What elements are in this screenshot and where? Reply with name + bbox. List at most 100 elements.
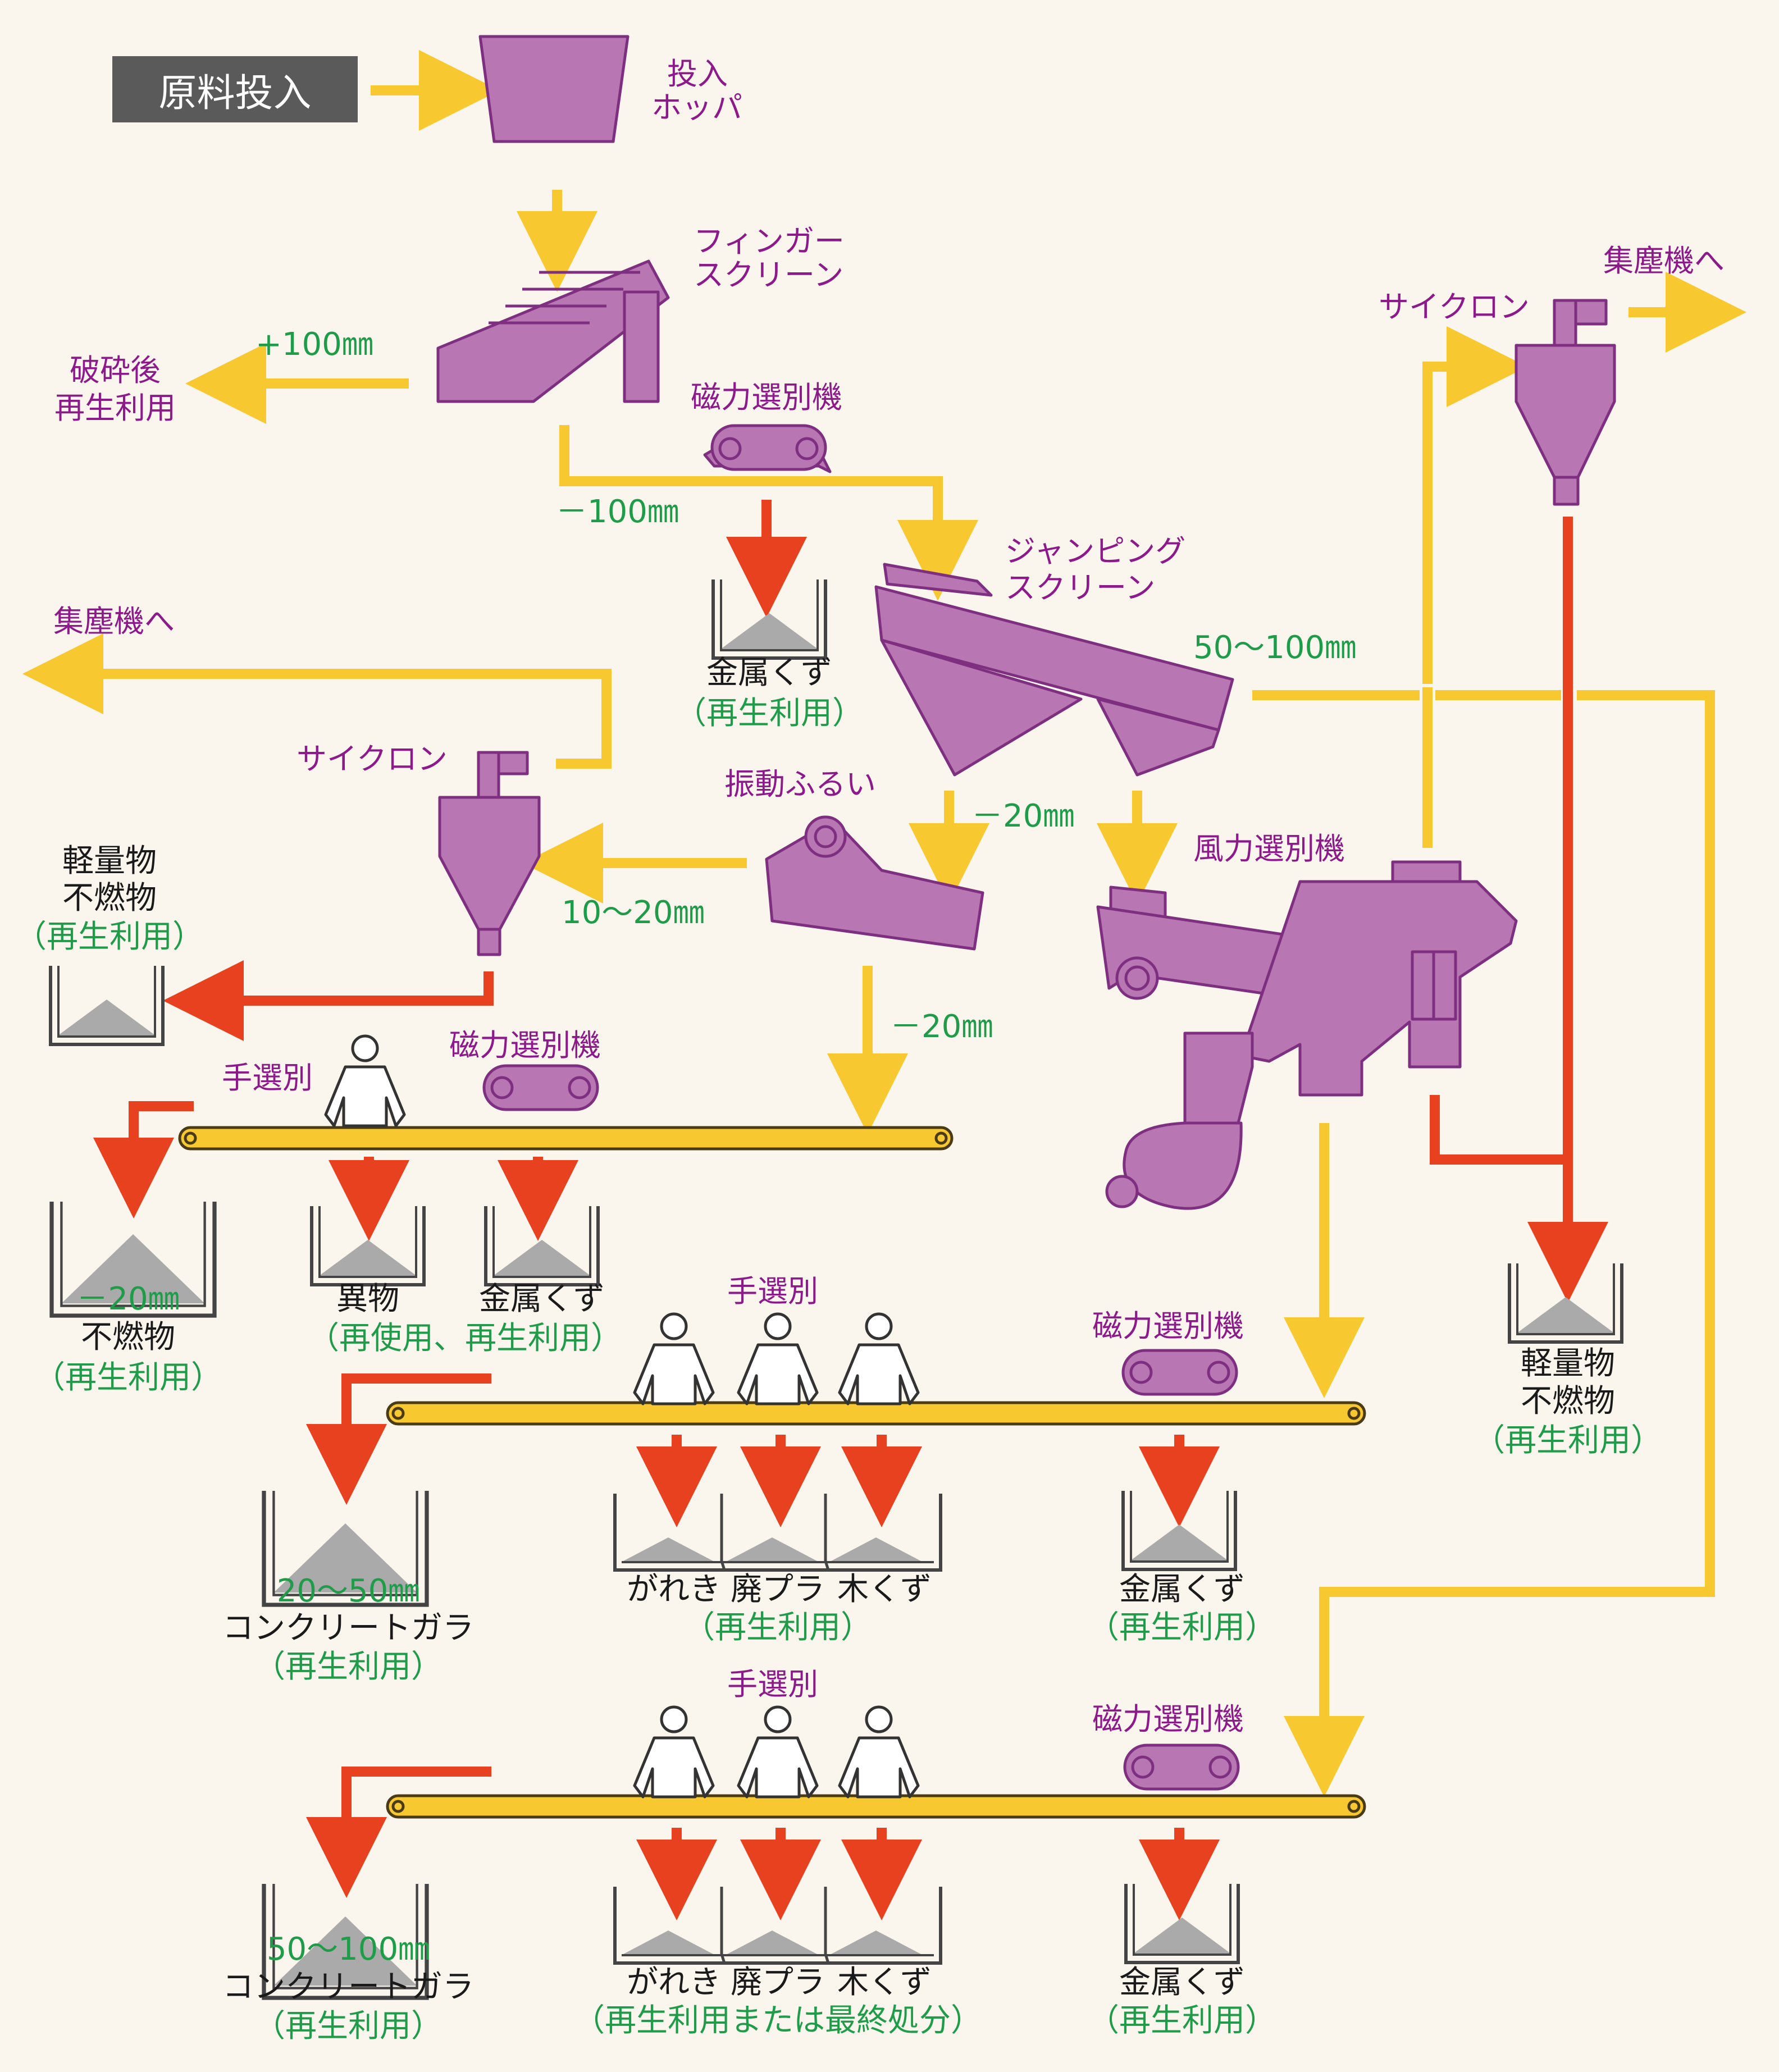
arrow-50-100-to-belt3	[1252, 690, 1715, 1797]
hopper-label-2: ホッパ	[651, 90, 742, 125]
magnetic-separator-3-icon	[1121, 1349, 1238, 1396]
arrow-hand1-left	[93, 1101, 194, 1218]
size-50-100b-label: 50～100㎜	[266, 1931, 430, 1968]
minus20-noncomb-recycle: （再生利用）	[34, 1359, 222, 1396]
arrow-minus100	[559, 425, 978, 601]
jumping-screen-icon	[874, 563, 1234, 777]
light-noncomb-right-1: 軽量物	[1521, 1345, 1615, 1382]
plastic-label-2: 廃プラ	[731, 1964, 825, 2001]
concrete-recycle-2: （再生利用）	[254, 2008, 443, 2044]
metal-recycle-1: （再生利用）	[675, 695, 864, 732]
rubble-label-1: がれき	[627, 1571, 721, 1608]
bin-icon	[1124, 1884, 1240, 1964]
arrow-wind-to-cyclone-right	[1422, 326, 1527, 848]
light-noncomb-left-1: 軽量物	[62, 843, 157, 879]
bin-triple-icon	[613, 1494, 942, 1572]
conveyor-belt-2	[386, 1401, 1366, 1426]
waste-flow	[93, 500, 1608, 1920]
worker-icon	[737, 1312, 819, 1405]
arrow-cyclone-left-bin	[163, 960, 494, 1041]
magnetic-separator-4-icon	[1123, 1744, 1240, 1791]
worker-icon	[838, 1705, 920, 1799]
concrete-label-2: コンクリートガラ	[222, 1969, 474, 2005]
finger-screen-label-2: スクリーン	[694, 257, 844, 293]
magnet-label-1: 磁力選別機	[691, 380, 842, 415]
arrow-belt2-left	[306, 1373, 491, 1505]
cyclone-left-icon	[438, 751, 541, 956]
light-noncomb-right-recycle: （再生利用）	[1474, 1422, 1662, 1459]
jumping-screen-label-1: ジャンピング	[1005, 533, 1186, 569]
minus20-noncomb-2: 不燃物	[81, 1319, 175, 1356]
conveyor-belt-1	[178, 1126, 954, 1151]
vibrating-screen-label: 振動ふるい	[724, 766, 876, 802]
recycle-or-disposal-label: （再生利用または最終処分）	[573, 2002, 982, 2039]
metal-recycle-3: （再生利用）	[1088, 1609, 1276, 1646]
conveyor-belt-3	[386, 1794, 1366, 1819]
arrow-belt3-left	[306, 1767, 491, 1898]
bins	[49, 579, 1623, 2000]
bin-icon	[262, 1491, 429, 1607]
worker-icon	[838, 1312, 920, 1405]
minus100-label: －100㎜	[556, 494, 679, 530]
metal-label-3: 金属くず	[1119, 1571, 1245, 1608]
metal-label-1: 金属くず	[706, 655, 832, 691]
magnetic-separator-2-icon	[482, 1064, 599, 1111]
hand-sort-label-2: 手選別	[727, 1274, 818, 1309]
vibrating-screen-icon	[765, 815, 984, 951]
cyclone-label-left: サイクロン	[296, 741, 448, 777]
magnet-label-3: 磁力選別機	[1092, 1308, 1244, 1344]
minus20-noncomb-1: －20㎜	[76, 1281, 180, 1317]
bin-icon	[1508, 1263, 1623, 1344]
metal-label-4: 金属くず	[1119, 1964, 1245, 2001]
hopper-label-1: 投入	[667, 56, 728, 92]
magnetic-separator-1-icon	[703, 424, 832, 473]
machines	[436, 35, 1616, 1791]
light-noncomb-right-2: 不燃物	[1521, 1383, 1615, 1420]
foreign-label: 異物	[336, 1281, 399, 1317]
rubble-label-2: がれき	[627, 1964, 721, 2001]
metal-label-2: 金属くず	[479, 1281, 605, 1317]
hopper-icon	[478, 35, 630, 143]
bin-icon	[711, 579, 827, 660]
worker-icon	[737, 1705, 819, 1799]
size-10-20-label: 10～20㎜	[562, 894, 705, 931]
workers	[324, 1034, 920, 1799]
wood-label-1: 木くず	[837, 1571, 932, 1608]
concrete-recycle-1: （再生利用）	[254, 1649, 443, 1685]
dust-collector-label-left: 集塵機へ	[53, 604, 175, 639]
arrow-wind-bottom	[1430, 1095, 1568, 1165]
worker-icon	[633, 1312, 715, 1405]
cyclone-label-right: サイクロン	[1379, 289, 1530, 325]
crushed-label-1: 破砕後	[70, 353, 161, 388]
material-flow	[22, 50, 1746, 1797]
hand-sort-label-1: 手選別	[222, 1060, 313, 1096]
hand-sort-label-3: 手選別	[727, 1667, 818, 1702]
bin-icon	[262, 1884, 429, 2000]
conveyor-belts	[178, 1126, 1366, 1819]
minus20-label-2: －20㎜	[890, 1008, 993, 1045]
wood-label-2: 木くず	[837, 1964, 932, 2001]
bin-icon	[49, 1202, 217, 1318]
crushed-label-2: 再生利用	[54, 390, 176, 426]
bin-icon	[310, 1206, 426, 1286]
finger-screen-icon	[436, 259, 670, 403]
bin-icon	[1121, 1491, 1237, 1571]
wind-separator-label: 風力選別機	[1193, 831, 1345, 866]
reuse-recycle-label: （再使用、再生利用）	[308, 1320, 622, 1357]
dust-collector-label-right: 集塵機へ	[1603, 243, 1725, 279]
bin-icon	[484, 1206, 600, 1286]
arrow-dust-left	[22, 633, 612, 769]
jumping-screen-label-2: スクリーン	[1005, 570, 1156, 605]
light-noncomb-left-recycle: （再生利用）	[15, 919, 204, 955]
belt2-recycle: （再生利用）	[683, 1609, 872, 1646]
magnet-label-2: 磁力選別機	[449, 1028, 601, 1063]
minus20-label-1: －20㎜	[971, 798, 1075, 834]
bin-triple-icon	[613, 1887, 942, 1965]
magnet-label-4: 磁力選別機	[1092, 1701, 1244, 1737]
plastic-label-1: 廃プラ	[731, 1571, 825, 1608]
worker-icon	[633, 1705, 715, 1799]
start-label: 原料投入	[112, 56, 358, 122]
metal-recycle-4: （再生利用）	[1088, 2002, 1276, 2039]
worker-icon	[324, 1034, 406, 1128]
bin-icon	[49, 966, 165, 1046]
